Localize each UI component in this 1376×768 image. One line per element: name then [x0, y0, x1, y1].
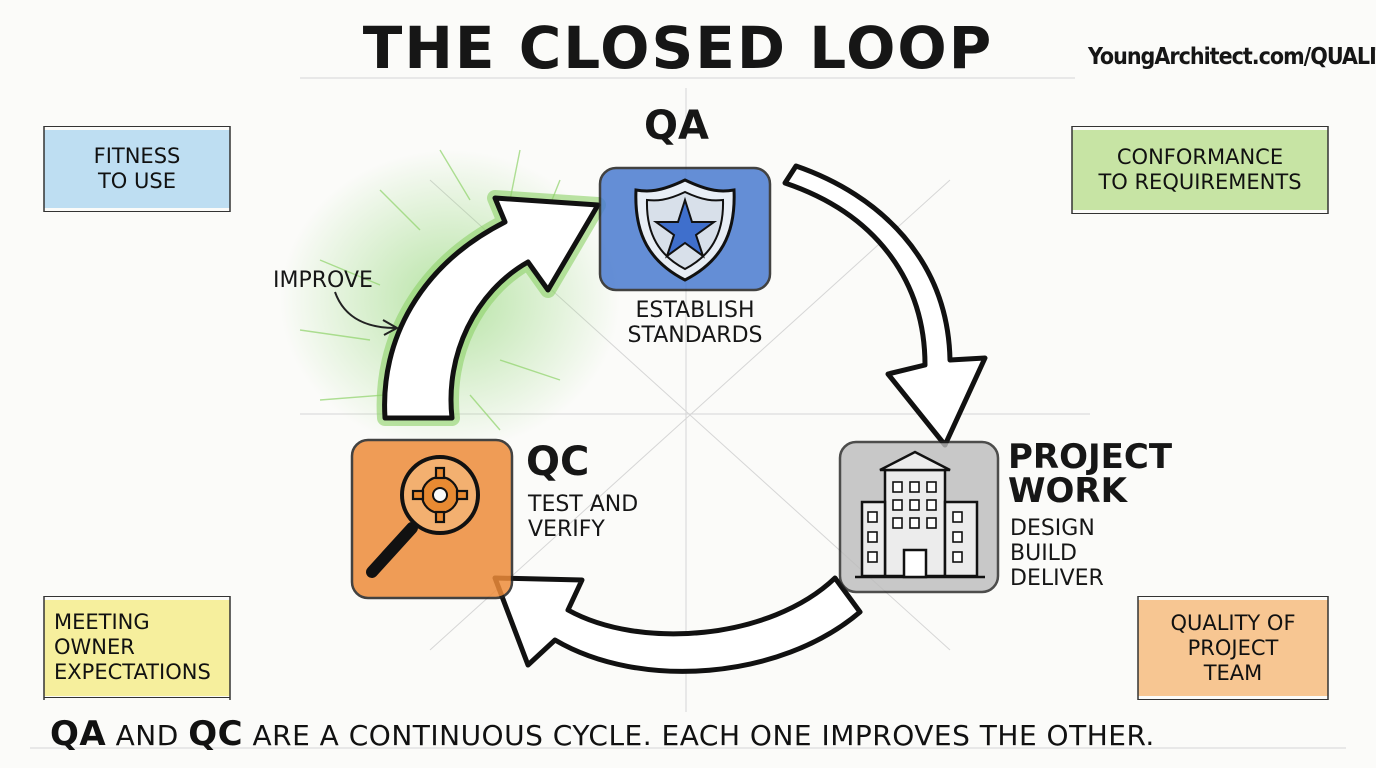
meeting-fill	[44, 600, 230, 696]
meeting-line-2: OWNER	[54, 634, 135, 659]
project-description: DESIGN BUILD DELIVER	[1010, 516, 1104, 591]
project-to-qc-arrow	[492, 575, 863, 674]
building-windows	[867, 481, 963, 563]
project-line-2: BUILD	[1010, 541, 1077, 566]
quality-line-2: PROJECT	[1187, 635, 1279, 660]
improve-pointer	[334, 291, 396, 329]
qa-line-1: ESTABLISH	[635, 298, 755, 323]
footer-caption: QA AND QC ARE A CONTINUOUS CYCLE. EACH O…	[50, 716, 1340, 754]
fitness-to-use-box: FITNESS TO USE	[44, 126, 230, 212]
conformance-line-1: CONFORMANCE	[1116, 145, 1284, 169]
conformance-fill	[1072, 130, 1328, 210]
meeting-line-1: MEETING	[54, 609, 150, 634]
footer-qc: QC	[188, 714, 244, 754]
qa-line-2: STANDARDS	[627, 323, 763, 348]
qc-label: QC	[526, 439, 590, 485]
conformance-box: CONFORMANCE TO REQUIREMENTS	[1072, 126, 1328, 214]
qc-line-2: VERIFY	[528, 517, 605, 542]
project-label-line-2: WORK	[1008, 471, 1127, 511]
project-label-line-1: PROJECT	[1008, 437, 1173, 477]
qa-label: QA	[644, 103, 709, 149]
owner-expectations-box: MEETING OWNER EXPECTATIONS	[44, 596, 230, 698]
qa-description: ESTABLISH STANDARDS	[610, 298, 780, 348]
footer-and: AND	[115, 719, 179, 752]
project-line-1: DESIGN	[1010, 516, 1095, 541]
footer-qa: QA	[50, 714, 107, 754]
quality-line-3: TEAM	[1203, 660, 1263, 685]
qa-to-project-arrow	[782, 163, 988, 448]
quality-line-1: QUALITY OF	[1170, 610, 1296, 635]
meeting-line-3: EXPECTATIONS	[54, 659, 211, 684]
improve-label: IMPROVE	[273, 268, 373, 293]
footer-rest: ARE A CONTINUOUS CYCLE. EACH ONE IMPROVE…	[252, 719, 1155, 752]
project-line-3: DELIVER	[1010, 566, 1104, 591]
project-work-label: PROJECT WORK	[1008, 440, 1172, 508]
shield-icon	[634, 178, 736, 282]
qc-line-1: TEST AND	[528, 492, 639, 517]
qc-description: TEST AND VERIFY	[528, 492, 638, 542]
fitness-fill	[44, 130, 230, 208]
project-team-box: QUALITY OF PROJECT TEAM	[1138, 596, 1328, 700]
fitness-line-1: FITNESS	[93, 144, 181, 168]
conformance-line-2: TO REQUIREMENTS	[1098, 170, 1302, 194]
diagram-title: THE CLOSED LOOP	[362, 14, 994, 82]
fitness-line-2: TO USE	[97, 169, 176, 193]
magnifier-gear-icon	[366, 455, 480, 578]
source-url: YoungArchitect.com/QUALITY	[1088, 44, 1376, 70]
quality-fill	[1138, 600, 1328, 696]
